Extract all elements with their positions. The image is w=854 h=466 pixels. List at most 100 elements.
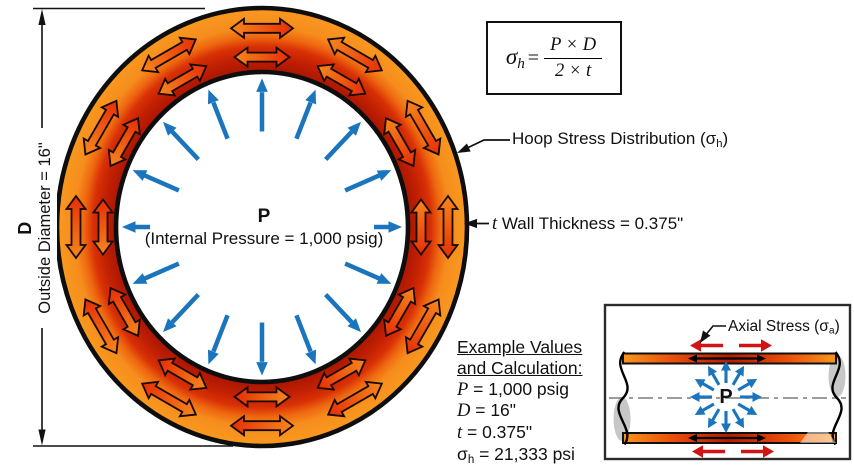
wall-thickness-callout: t Wall Thickness = 0.375" — [492, 214, 684, 234]
pressure-arrow-head — [256, 362, 268, 376]
hoop-stress-arrow — [64, 194, 88, 260]
inset-pressure-arrow-head — [721, 423, 731, 433]
pressure-arrow-shaft — [170, 130, 200, 161]
inset-pressure-arrow-head — [694, 405, 706, 415]
inset-pressure-arrow-shaft — [710, 408, 721, 423]
pressure-arrow-head — [376, 273, 392, 284]
axial-stress-inset — [603, 303, 852, 461]
inset-pressure-arrow-shaft — [710, 371, 721, 386]
wall-leader-arrow-head — [464, 218, 477, 229]
pressure-arrow-shaft — [324, 293, 354, 324]
hoop-leader-arrow-head — [457, 143, 471, 153]
diameter-symbol: D — [15, 221, 35, 235]
inset-pressure-arrow-shaft — [737, 402, 752, 413]
inset-pressure-symbol: P — [719, 386, 733, 408]
pressure-arrow-shaft — [294, 101, 313, 140]
formula-numerator: P × D — [544, 34, 603, 59]
axial-stress-arrow-head — [692, 445, 703, 458]
internal-pressure-label: P (Internal Pressure = 1,000 psig) — [114, 206, 414, 249]
axial-stress-arrow-head — [763, 445, 774, 458]
hoop-leader-line — [462, 139, 510, 151]
hoop-stress-arrow — [107, 116, 141, 168]
pressure-arrow-head — [305, 89, 317, 105]
example-row-t: t = 0.375" — [457, 422, 533, 444]
axial-wall-arrow-head — [757, 354, 766, 363]
hoop-stress-arrow — [326, 36, 384, 74]
pressure-arrow-shaft — [211, 101, 230, 140]
axial-stress-arrow-head — [690, 339, 701, 352]
hoop-stress-arrow — [232, 385, 292, 409]
pressure-arrow-head — [305, 349, 317, 365]
hoop-stress-arrow — [157, 357, 208, 391]
pressure-arrow-head — [207, 349, 219, 365]
inset-pressure-arrow-shaft — [737, 381, 752, 392]
hoop-stress-arrow — [436, 194, 460, 260]
diameter-text: Outside Diameter = 16" — [36, 142, 54, 314]
pressure-symbol: P — [257, 206, 271, 227]
pressure-arrow-shaft — [344, 173, 381, 193]
inset-pressure-arrow-head — [734, 417, 744, 429]
equals-sign: = — [527, 46, 540, 69]
hoop-stress-arrow — [383, 286, 417, 338]
example-row-sigma: σh = 21,333 psi — [457, 443, 575, 466]
pressure-arrow-shaft — [294, 314, 313, 353]
hoop-stress-arrow — [326, 380, 384, 418]
inset-pressure-arrow-shaft — [731, 371, 742, 386]
pressure-arrow-head — [256, 78, 268, 92]
example-heading-2: and Calculation: — [457, 357, 583, 378]
pressure-arrow-head — [163, 121, 177, 136]
axial-leader-arrow-head — [700, 330, 711, 343]
inset-pressure-arrow-shaft — [700, 402, 715, 413]
pressure-arrow-shaft — [170, 293, 200, 324]
hoop-stress-arrow — [82, 99, 120, 156]
inset-pressure-arrow-head — [690, 392, 700, 402]
hoop-stress-arrow — [316, 357, 367, 391]
axial-wall-arrow-head — [757, 434, 766, 442]
pressure-arrow-head — [132, 170, 148, 181]
pressure-arrow-head — [132, 273, 148, 284]
hoop-stress-callout: Hoop Stress Distribution (σh) — [512, 129, 729, 150]
outside-diameter-label: D Outside Diameter = 16" — [15, 128, 57, 328]
hoop-stress-arrows — [64, 17, 460, 437]
inset-pressure-arrow-head — [708, 365, 718, 377]
inset-pressure-arrow-head — [746, 405, 758, 415]
hoop-stress-arrow — [107, 286, 141, 338]
hoop-stress-arrow — [140, 36, 198, 74]
axial-wall-arrow-head — [688, 434, 697, 442]
pressure-arrow-shaft — [324, 130, 354, 161]
dimension-arrow-up — [38, 9, 46, 25]
hoop-stress-arrow — [409, 197, 433, 257]
example-heading-1: Example Values — [457, 337, 583, 357]
inset-pressure-arrow-head — [694, 379, 706, 389]
hoop-stress-arrow — [229, 414, 295, 437]
hoop-stress-arrow — [140, 380, 198, 418]
hoop-stress-arrow — [91, 197, 115, 257]
callout-leader-arrows — [457, 139, 510, 229]
axial-wall-arrow-head — [688, 354, 697, 363]
pressure-text: (Internal Pressure = 1,000 psig) — [144, 229, 384, 248]
formula-denominator: 2 × t — [555, 60, 592, 81]
axial-stress-callout: Axial Stress (σa) — [728, 318, 840, 337]
hoop-stress-arrow — [404, 298, 442, 355]
pressure-arrow-shaft — [143, 173, 180, 193]
inset-pressure-arrow-head — [708, 417, 718, 429]
internal-pressure-arrows — [122, 78, 402, 376]
hoop-stress-formula-box: σh = P × D 2 × t — [486, 21, 622, 95]
example-row-p: P = 1,000 psig — [457, 378, 570, 400]
inset-pressure-arrow-head — [746, 379, 758, 389]
pressure-arrow-shaft — [143, 261, 180, 281]
inset-pressure-arrow-shaft — [731, 408, 742, 423]
pressure-arrow-head — [347, 318, 361, 333]
break-line-left — [617, 351, 629, 446]
example-values-block: Example Values and Calculation: P = 1,00… — [457, 337, 583, 466]
pressure-arrow-head — [163, 318, 177, 333]
hoop-stress-arrow — [404, 99, 442, 156]
hoop-stress-arrow — [232, 45, 292, 69]
pressure-arrow-shaft — [211, 314, 230, 353]
pressure-arrow-head — [376, 170, 392, 181]
pressure-arrow-head — [388, 221, 402, 233]
inset-pressure-arrow-head — [734, 365, 744, 377]
dimension-arrow-down — [38, 429, 46, 446]
